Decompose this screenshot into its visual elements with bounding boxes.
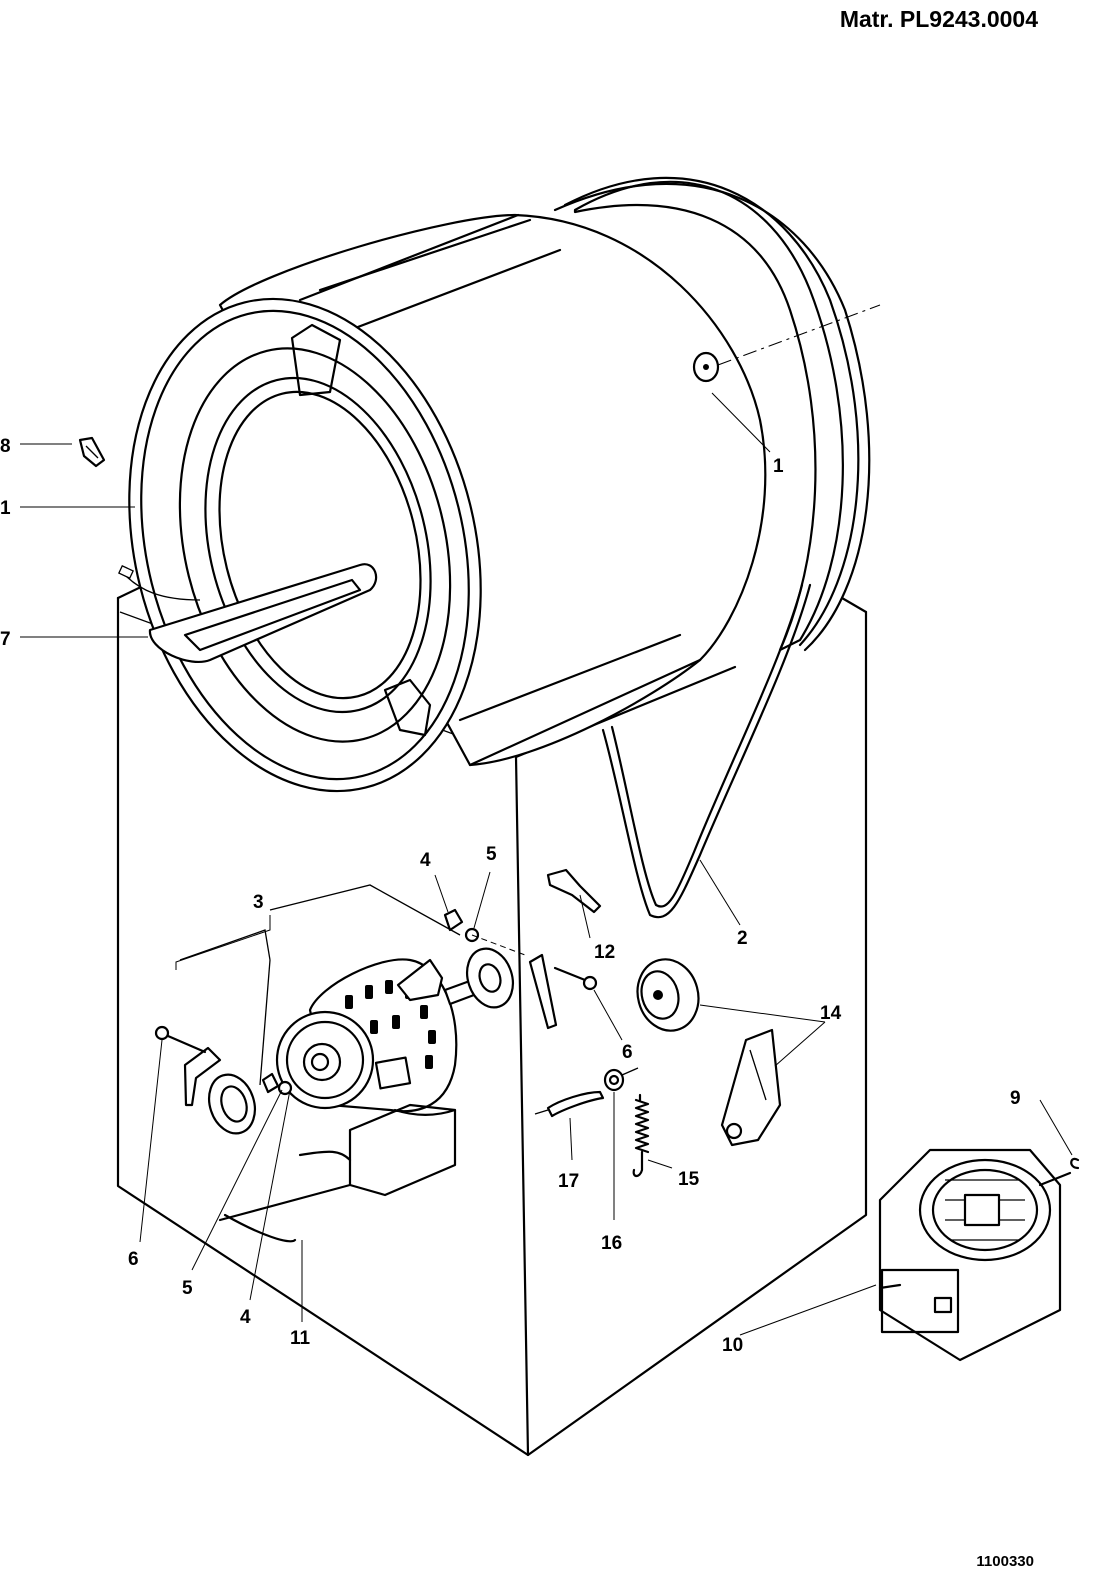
model-reference: Matr. PL9243.0004 <box>839 6 1038 32</box>
callout-4-bottom: 4 <box>240 1307 251 1328</box>
pivot-pin <box>534 1090 605 1118</box>
drum <box>128 176 881 793</box>
callout-6-right: 6 <box>622 1042 633 1063</box>
callout-5-bottom: 5 <box>182 1278 193 1299</box>
callout-8: 8 <box>0 436 11 457</box>
callout-1-back: 1 <box>773 456 784 477</box>
callout-2: 2 <box>737 928 748 949</box>
callout-3: 3 <box>253 892 264 913</box>
callout-labels: 8 1 7 1 2 3 4 5 12 6 14 9 15 17 16 6 5 4… <box>0 436 1021 1356</box>
callout-4-top: 4 <box>420 850 431 871</box>
drive-belt <box>601 583 812 919</box>
callout-17: 17 <box>558 1171 579 1192</box>
motor-assembly <box>154 884 598 1243</box>
washer <box>603 1067 639 1092</box>
clip-part <box>78 436 106 468</box>
callout-16: 16 <box>601 1233 622 1254</box>
callout-15: 15 <box>678 1169 700 1190</box>
microswitch <box>546 868 602 914</box>
callout-1-front: 1 <box>0 498 11 519</box>
callout-14: 14 <box>820 1003 842 1024</box>
callout-10: 10 <box>722 1335 743 1356</box>
callout-11: 11 <box>290 1328 311 1349</box>
callout-6-left: 6 <box>128 1249 139 1270</box>
door-seal-lamp <box>118 563 378 663</box>
drawing-number: 1100330 <box>976 1553 1034 1570</box>
callout-9: 9 <box>1010 1088 1021 1109</box>
callout-7: 7 <box>0 629 11 650</box>
timer-unit <box>878 1148 1072 1362</box>
idler-pulley <box>636 958 782 1147</box>
tension-spring <box>632 1093 650 1178</box>
leader-lines <box>20 392 1073 1336</box>
callout-12: 12 <box>594 942 615 963</box>
circlip <box>1070 1157 1080 1170</box>
callout-5-top: 5 <box>486 844 497 865</box>
